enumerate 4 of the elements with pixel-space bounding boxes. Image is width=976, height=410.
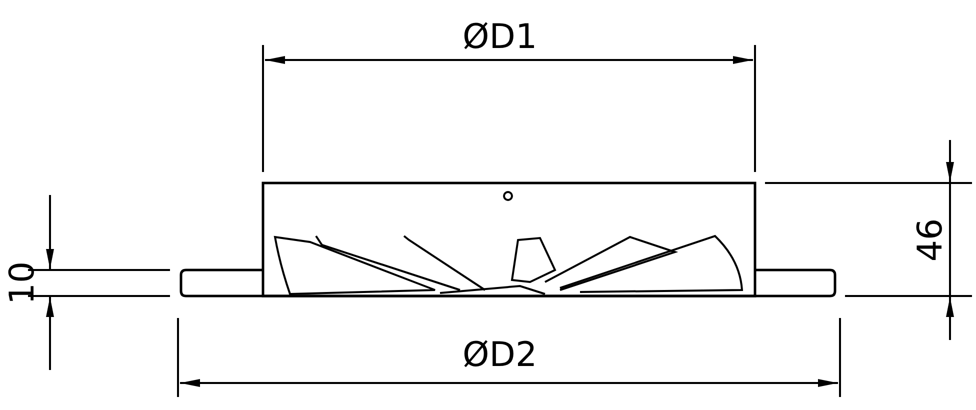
- dimension-label: 10: [3, 261, 42, 305]
- dimension-label: ØD2: [462, 336, 538, 374]
- dimension-label: 46: [911, 218, 950, 262]
- dimension-label: ØD1: [462, 18, 538, 56]
